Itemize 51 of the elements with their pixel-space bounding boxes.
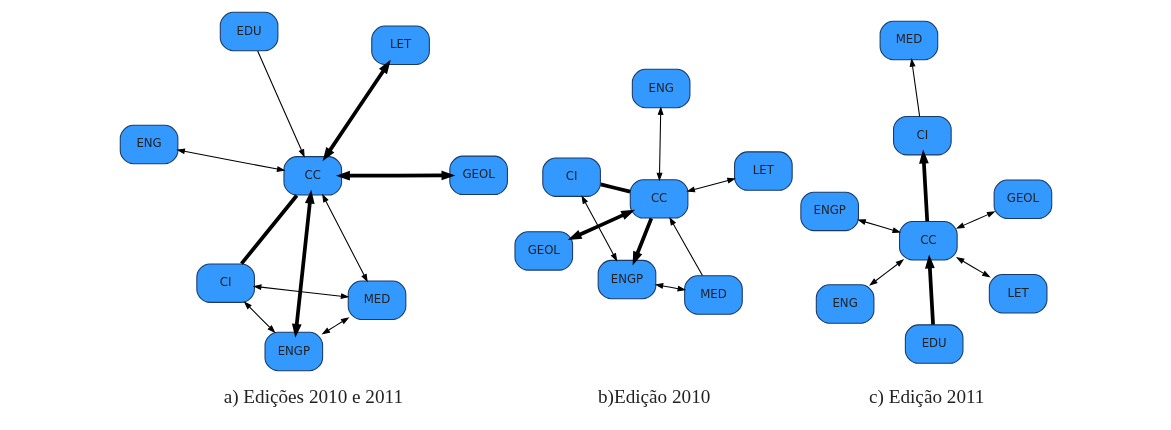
arrow [685, 177, 736, 193]
node-box: CI [541, 157, 601, 197]
arrow [909, 58, 920, 117]
arrow [175, 148, 285, 172]
node-box: MED [683, 275, 743, 315]
node-box: ENG [119, 124, 178, 165]
arrow [580, 195, 617, 262]
label: a) Edições 2010 e 2011 [223, 386, 403, 408]
label: c) Edição 2011 [868, 386, 984, 408]
arrow [252, 284, 349, 300]
node-box: LET [370, 25, 430, 65]
node-box: ENGP [264, 331, 323, 372]
arrow [321, 193, 368, 283]
node-box: CC [629, 179, 688, 219]
node-box: CI [195, 263, 255, 303]
arrow [291, 189, 315, 338]
arrow [654, 283, 686, 292]
node-box: CI [892, 115, 952, 156]
arrow [955, 256, 991, 278]
arrow [924, 254, 935, 325]
node-box: MED [879, 20, 938, 61]
arrow [632, 217, 653, 266]
connector [239, 194, 298, 265]
node-box: GEOL [993, 179, 1052, 219]
node-box: ENG [631, 68, 690, 109]
node-box: LET [988, 273, 1047, 314]
arrow [256, 50, 305, 158]
arrow [868, 259, 904, 286]
node-box: MED [347, 280, 406, 320]
node-box: LET [733, 151, 793, 191]
arrow [668, 216, 703, 277]
arrow [335, 170, 455, 181]
arrow [567, 209, 635, 241]
node-box: GEOL [513, 231, 573, 271]
connector [599, 182, 630, 194]
node-box: EDU [219, 11, 278, 52]
arrow [656, 106, 664, 182]
node-box: GEOL [448, 155, 508, 196]
arrow [321, 317, 349, 335]
node-box: CC [898, 221, 958, 261]
arrow [918, 149, 929, 222]
arrow [856, 219, 901, 234]
arrow [243, 301, 276, 334]
node-box: ENGP [799, 191, 859, 232]
node-box: EDU [904, 324, 963, 364]
node-box: ENGP [597, 259, 656, 300]
arrow [322, 59, 391, 162]
arrow [955, 211, 995, 229]
node-box: ENG [815, 284, 874, 324]
node-box: CC [282, 156, 342, 196]
label: b)Edição 2010 [597, 386, 710, 408]
